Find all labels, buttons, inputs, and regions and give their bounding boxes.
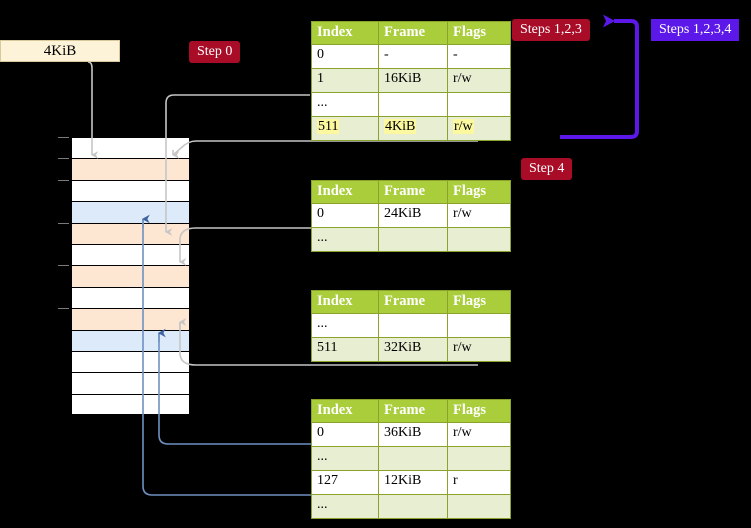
column-header-frame: Frame xyxy=(378,399,448,423)
memory-row-tick xyxy=(58,179,69,181)
table-row[interactable]: ... xyxy=(311,313,511,338)
memory-frame-row xyxy=(71,158,190,180)
column-header-index: Index xyxy=(311,21,379,45)
table-cell: 12KiB xyxy=(378,470,448,495)
highlighted-value: r/w xyxy=(453,119,474,134)
table-cell: ... xyxy=(311,227,379,252)
frame-size-box: 4KiB xyxy=(0,40,120,62)
wire-l4-511 xyxy=(172,140,478,156)
table-cell: r/w xyxy=(447,422,511,447)
memory-row-tick xyxy=(58,308,69,310)
table-cell: ... xyxy=(311,494,379,519)
table-cell xyxy=(447,227,511,252)
memory-row-tick xyxy=(58,158,69,160)
memory-frame-row xyxy=(71,244,190,266)
table-cell xyxy=(378,92,448,117)
table-cell: - xyxy=(378,44,448,69)
table-cell: r/w xyxy=(447,203,511,228)
column-header-flags: Flags xyxy=(447,21,511,45)
table-cell: 36KiB xyxy=(378,422,448,447)
table-cell xyxy=(378,313,448,338)
table-cell: 0 xyxy=(311,203,379,228)
column-header-frame: Frame xyxy=(378,180,448,204)
frame-size-label: 4KiB xyxy=(43,43,77,59)
column-header-index: Index xyxy=(311,399,379,423)
column-header-frame: Frame xyxy=(378,290,448,314)
memory-frame-row xyxy=(71,201,190,223)
badge-steps123: Steps 1,2,3 xyxy=(512,19,590,41)
table-cell: 127 xyxy=(311,470,379,495)
memory-frame-row xyxy=(71,308,190,330)
table-cell: ... xyxy=(311,446,379,471)
table-cell xyxy=(447,494,511,519)
memory-frame-row xyxy=(71,393,190,416)
table-row[interactable]: ... xyxy=(311,92,511,117)
table-cell: 24KiB xyxy=(378,203,448,228)
table-cell xyxy=(378,446,448,471)
table-cell: 511 xyxy=(311,337,379,362)
column-header-flags: Flags xyxy=(447,290,511,314)
physical-memory-column xyxy=(58,137,190,416)
table-row[interactable]: ... xyxy=(311,494,511,519)
table-cell: 511 xyxy=(311,116,379,141)
memory-frame-row xyxy=(71,265,190,287)
memory-frame-row xyxy=(71,179,190,202)
table-row[interactable]: ... xyxy=(311,227,511,252)
table-cell: 0 xyxy=(311,44,379,69)
memory-row-tick xyxy=(58,265,69,267)
badge-step4: Step 4 xyxy=(521,158,573,180)
memory-frame-row xyxy=(71,286,190,309)
column-header-index: Index xyxy=(311,290,379,314)
table-cell: 1 xyxy=(311,68,379,93)
highlighted-value: 511 xyxy=(317,119,340,134)
column-header-index: Index xyxy=(311,180,379,204)
table-cell: 32KiB xyxy=(378,337,448,362)
memory-frame-row xyxy=(71,137,190,159)
memory-frame-row xyxy=(71,222,190,244)
table-cell xyxy=(447,446,511,471)
table-cell: 0 xyxy=(311,422,379,447)
table-cell: r/w xyxy=(447,337,511,362)
memory-frame-row xyxy=(71,329,190,351)
table-cell xyxy=(447,313,511,338)
table-cell: r/w xyxy=(447,116,511,141)
table-cell xyxy=(378,227,448,252)
column-header-frame: Frame xyxy=(378,21,448,45)
table-cell: - xyxy=(447,44,511,69)
memory-row-tick xyxy=(58,222,69,224)
badge-steps1234: Steps 1,2,3,4 xyxy=(651,19,740,41)
table-cell xyxy=(447,92,511,117)
column-header-flags: Flags xyxy=(447,180,511,204)
badge-step0: Step 0 xyxy=(189,41,241,63)
table-row[interactable]: 0-- xyxy=(311,44,511,69)
memory-row-tick xyxy=(58,137,69,138)
memory-frame-row xyxy=(71,351,190,373)
table-cell: 4KiB xyxy=(378,116,448,141)
table-cell: ... xyxy=(311,92,379,117)
table-row[interactable]: 511 4KiB r/w xyxy=(311,116,511,141)
table-cell xyxy=(378,494,448,519)
table-cell: ... xyxy=(311,313,379,338)
table-row[interactable]: ... xyxy=(311,446,511,471)
memory-frame-row xyxy=(71,372,190,394)
table-cell: 16KiB xyxy=(378,68,448,93)
table-cell: r xyxy=(447,470,511,495)
column-header-flags: Flags xyxy=(447,399,511,423)
table-cell: r/w xyxy=(447,68,511,93)
highlighted-value: 4KiB xyxy=(384,119,417,134)
